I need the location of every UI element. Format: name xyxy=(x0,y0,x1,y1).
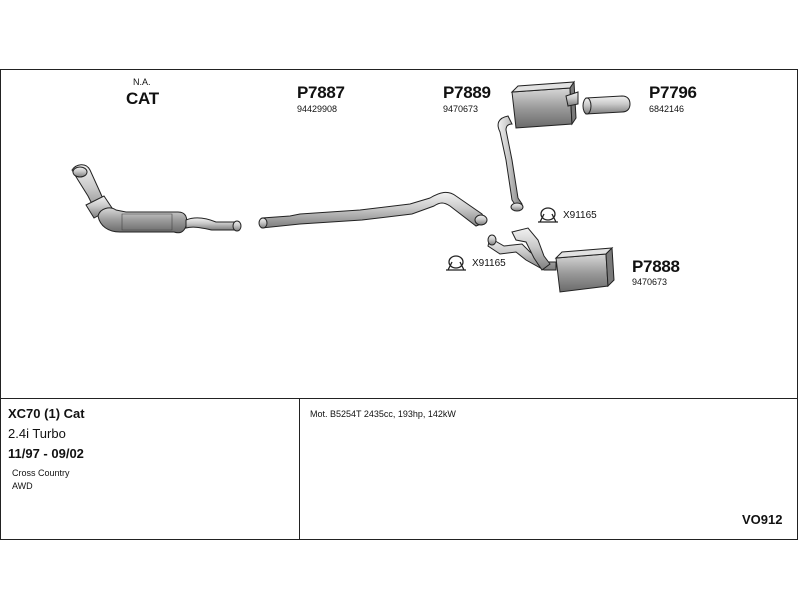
part-code-p7888: P7888 xyxy=(632,257,680,276)
clamp-x91165-lower[interactable] xyxy=(446,255,466,271)
engine-info: Mot. B5254T 2435cc, 193hp, 142kW xyxy=(310,409,456,419)
part-code-p7887: P7887 xyxy=(297,83,345,102)
middle-pipe-p7887[interactable] xyxy=(258,191,488,229)
part-code-p7796: P7796 xyxy=(649,83,697,102)
vehicle-engine: 2.4i Turbo xyxy=(8,426,66,441)
diagram-frame xyxy=(0,69,798,540)
catalytic-converter-part[interactable] xyxy=(71,164,242,234)
vehicle-variant: Cross Country xyxy=(12,468,70,478)
vehicle-drive: AWD xyxy=(12,481,33,491)
vehicle-years: 11/97 - 09/02 xyxy=(8,446,84,461)
part-number-p7888: 9470673 xyxy=(632,277,668,287)
cat-code-label: CAT xyxy=(126,89,159,108)
part-number-p7889: 9470673 xyxy=(443,104,479,114)
info-column-divider xyxy=(299,398,300,540)
part-code-p7889: P7889 xyxy=(443,83,491,102)
part-number-p7796: 6842146 xyxy=(649,104,685,114)
info-divider xyxy=(0,398,798,399)
rear-silencer-p7889[interactable] xyxy=(497,80,579,212)
part-number-p7887: 94429908 xyxy=(297,104,338,114)
tail-pipe-p7796[interactable] xyxy=(582,95,631,115)
clamp-x91165-upper[interactable] xyxy=(538,207,558,223)
rear-silencer-p7888[interactable] xyxy=(487,227,615,293)
cat-prefix-label: N.A. xyxy=(133,77,151,87)
part-code-x91165-upper: X91165 xyxy=(563,210,597,221)
part-code-x91165-lower: X91165 xyxy=(472,258,506,269)
diagram-id: VO912 xyxy=(742,512,783,527)
vehicle-model: XC70 (1) Cat xyxy=(8,406,85,421)
